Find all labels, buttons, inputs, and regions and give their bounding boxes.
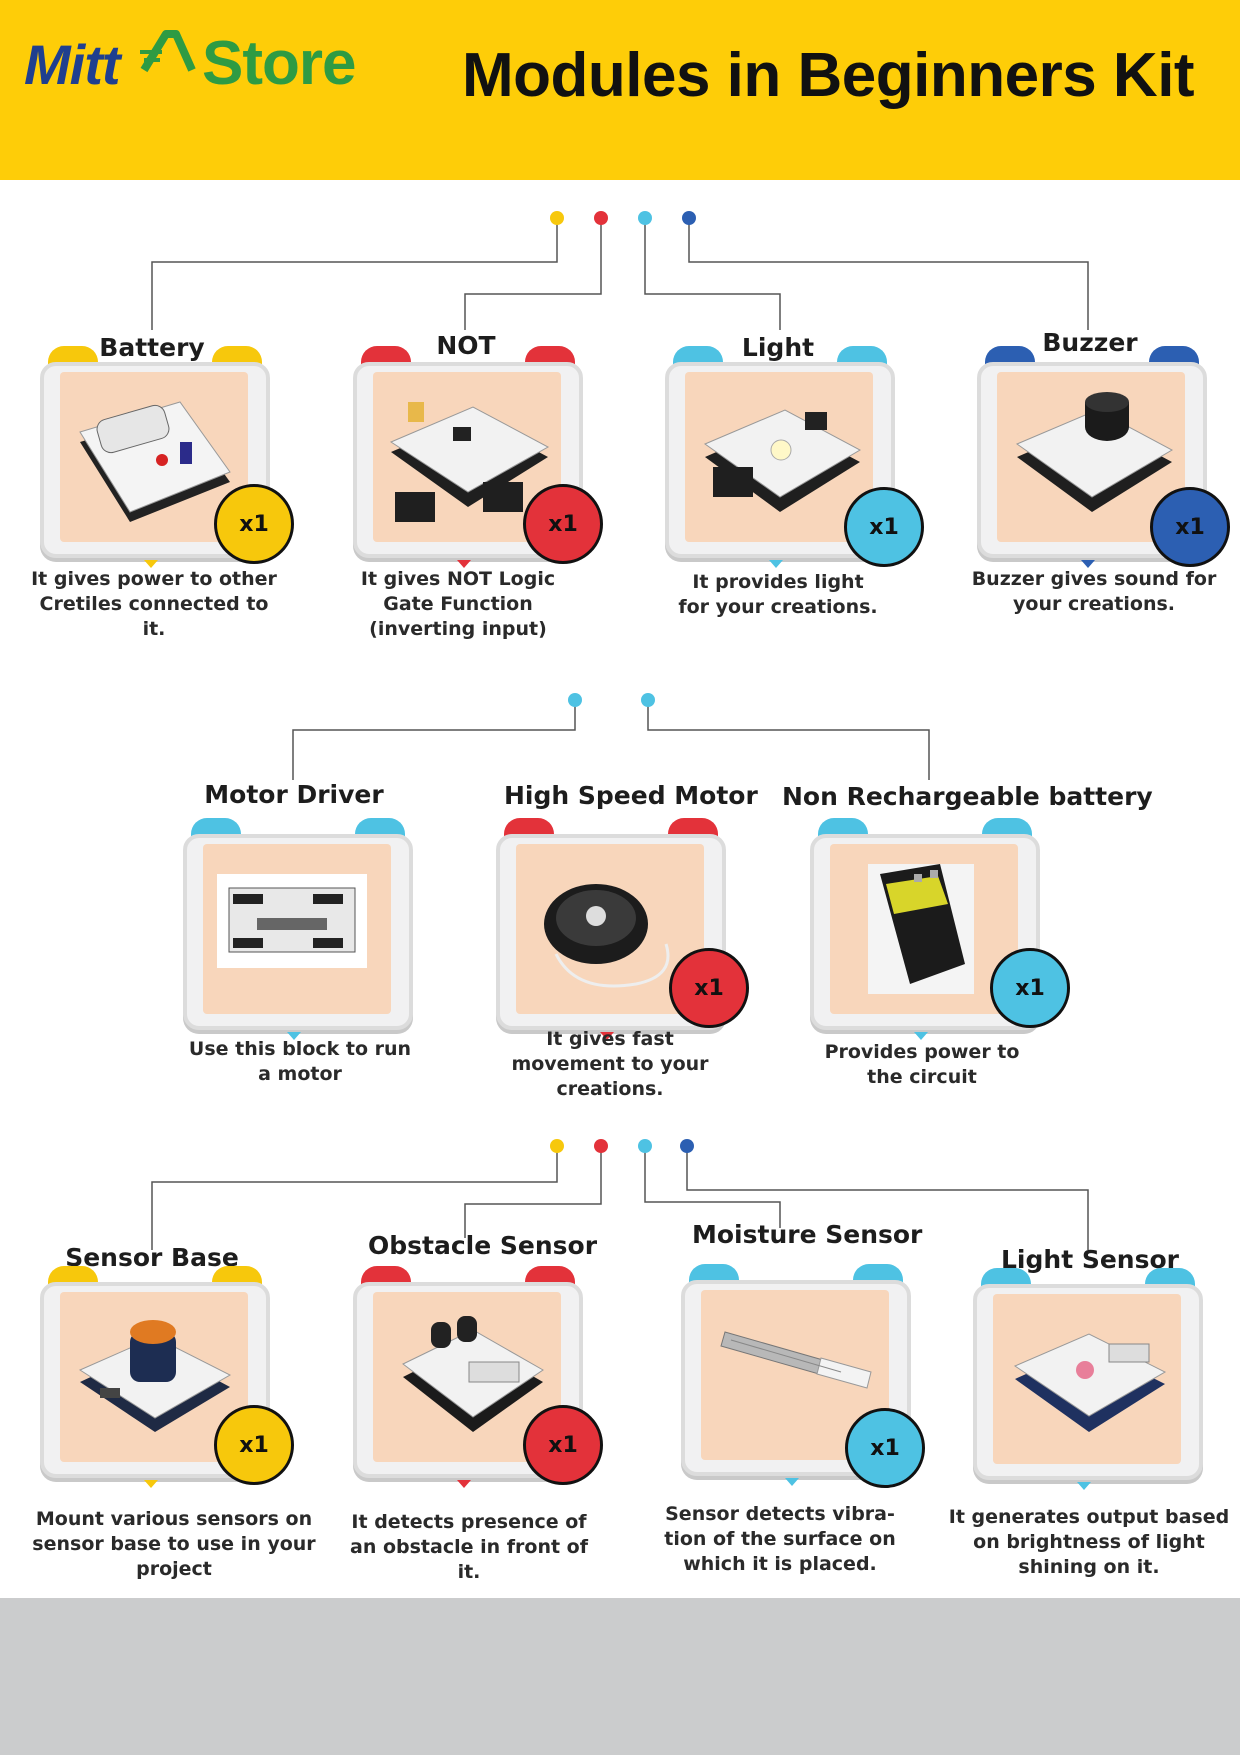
connector-dot-red (594, 1139, 608, 1153)
module-description: Sensor detects vibra- tion of the surfac… (664, 1503, 896, 1575)
quantity-badge: x1 (845, 1408, 925, 1488)
logo-store-text: Store (202, 29, 356, 98)
module-description: Buzzer gives sound for your creations. (971, 568, 1217, 615)
module-description: It generates output based on brightness … (948, 1506, 1230, 1578)
light-sensor-module-icon (1013, 1333, 1167, 1432)
buzzer-module-icon (1015, 392, 1174, 512)
logo-mitt-text: Mitt (24, 33, 121, 96)
moisture-sensor-probe-icon (720, 1331, 872, 1389)
9v-battery-icon (868, 864, 974, 994)
module-name: Buzzer (1042, 328, 1138, 357)
quantity-badge: x1 (214, 1405, 294, 1485)
module-card[interactable] (810, 818, 1040, 1040)
module-photo (830, 844, 1018, 1014)
module-name: Light (741, 333, 815, 362)
module-description: It provides light for your creations. (678, 571, 878, 618)
connector-dot-light-blue (638, 1139, 652, 1153)
module-photo (993, 1294, 1181, 1464)
page-title: Modules in Beginners Kit (462, 41, 1195, 110)
footer-band (0, 1598, 1240, 1755)
quantity-badge: x1 (523, 484, 603, 564)
module-card[interactable] (496, 818, 726, 1040)
module-name: Motor Driver (204, 780, 384, 809)
module-name: NOT (436, 331, 496, 360)
module-photo (60, 372, 248, 542)
obstacle-sensor-module-icon (402, 1316, 544, 1432)
connector-dot-yellow (550, 1139, 564, 1153)
quantity-badge: x1 (844, 487, 924, 567)
module-card[interactable] (973, 1268, 1203, 1490)
connector-dot-red (594, 211, 608, 225)
high-speed-motor-icon (544, 884, 670, 988)
module-description: It gives NOT Logic Gate Function (invert… (360, 568, 556, 640)
light-module-icon (703, 409, 862, 512)
quantity-badge: x1 (1150, 487, 1230, 567)
connector-dot-dark-blue (680, 1139, 694, 1153)
cart-icon (140, 30, 196, 73)
module-photo (203, 844, 391, 1014)
quantity-badge: x1 (669, 948, 749, 1028)
module-description: Mount various sensors on sensor base to … (32, 1508, 316, 1580)
connector-dot-light-blue (641, 693, 655, 707)
module-photo (60, 1292, 248, 1462)
module-description: Use this block to run a motor (188, 1038, 412, 1085)
header-banner (0, 0, 1240, 180)
module-name: High Speed Motor (504, 781, 758, 810)
module-name: Obstacle Sensor (368, 1231, 598, 1260)
motor-driver-module-icon (217, 874, 367, 968)
module-description: It detects presence of an obstacle in fr… (350, 1511, 588, 1583)
module-card[interactable] (40, 1266, 270, 1488)
module-card[interactable] (183, 818, 413, 1040)
battery-module-icon (79, 401, 231, 522)
not-gate-module-icon (389, 402, 550, 522)
module-photo (685, 372, 873, 542)
module-name: Sensor Base (65, 1243, 239, 1272)
module-name: Light Sensor (1001, 1245, 1179, 1274)
connector-dot-light-blue (638, 211, 652, 225)
module-name: Moisture Sensor (692, 1220, 923, 1249)
sensor-base-module-icon (78, 1320, 232, 1432)
module-description: It gives power to other Cretiles connect… (31, 568, 277, 640)
quantity-badge: x1 (990, 948, 1070, 1028)
connector-dot-dark-blue (682, 211, 696, 225)
mittstore-logo[interactable]: Mitt Store (24, 28, 414, 98)
connector-dot-light-blue (568, 693, 582, 707)
module-name: Non Rechargeable battery (782, 782, 1153, 811)
connector-dot-yellow (550, 211, 564, 225)
connector-lines (151, 211, 1089, 1250)
quantity-badge: x1 (214, 484, 294, 564)
quantity-badge: x1 (523, 1405, 603, 1485)
module-description: Provides power to the circuit (824, 1041, 1020, 1088)
module-name: Battery (99, 333, 205, 362)
module-description: It gives fast movement to your creations… (511, 1028, 709, 1100)
